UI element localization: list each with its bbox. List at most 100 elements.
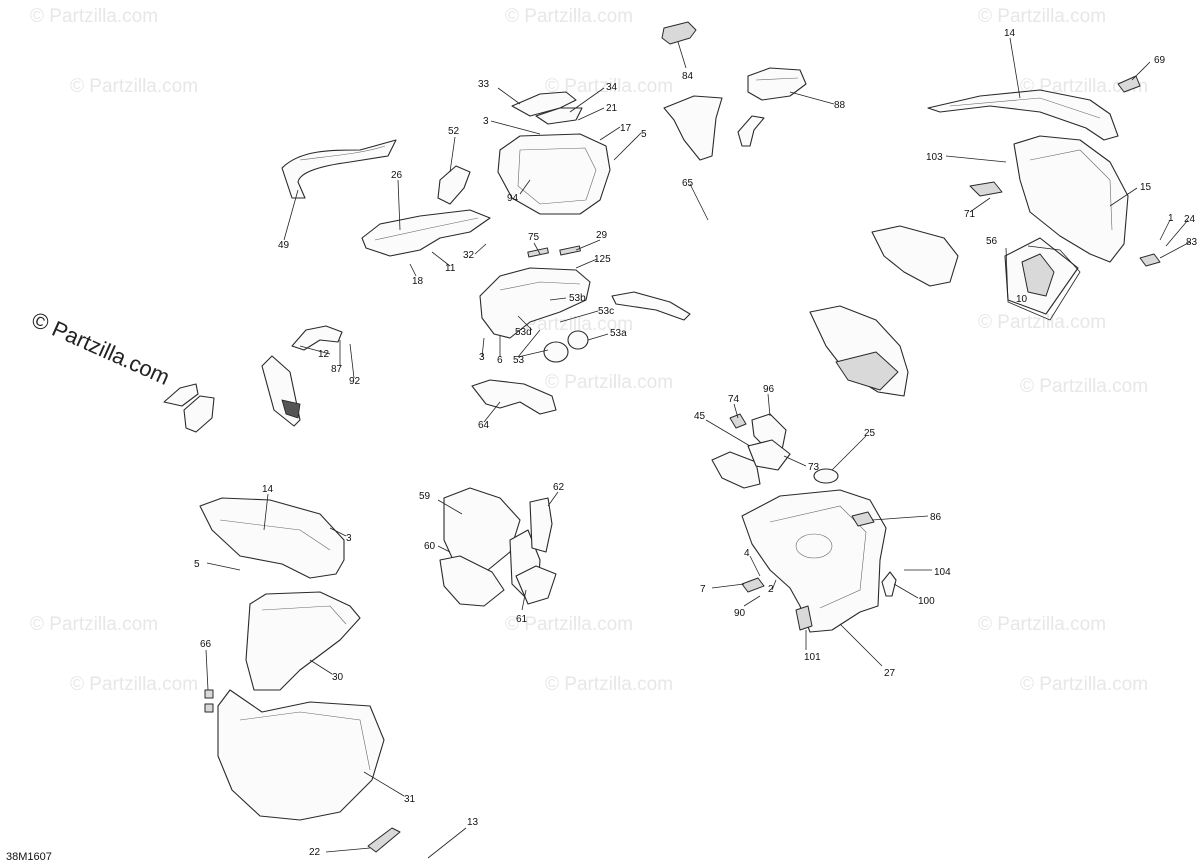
watermark: © Partzilla.com: [545, 674, 673, 695]
callout-26: 26: [391, 170, 403, 181]
callout-15: 15: [1140, 182, 1152, 193]
part-53a-lens: [567, 330, 589, 350]
part-100-piece: [881, 571, 897, 597]
part-65-bracket: [663, 95, 723, 161]
callout-83: 83: [1186, 237, 1198, 248]
part-29-bar: [559, 245, 581, 256]
callout-11: 11: [445, 263, 456, 274]
watermark: © Partzilla.com: [505, 614, 633, 635]
watermark: © Partzilla.com: [978, 312, 1106, 333]
callout-125: 125: [594, 254, 611, 265]
part-52-bracket: [437, 165, 471, 205]
callout-60: 60: [424, 541, 436, 552]
callout-69: 69: [1154, 55, 1166, 66]
part-84-module: [661, 21, 697, 45]
callout-53b: 53b: [569, 293, 586, 304]
watermark: © Partzilla.com: [978, 614, 1106, 635]
part-12-bracket: [291, 325, 343, 351]
callout-6: 6: [497, 355, 503, 366]
part-86-clip: [851, 511, 875, 527]
callout-1: 1: [1168, 213, 1174, 224]
part-left-small-b: [183, 395, 215, 433]
callout-62: 62: [553, 482, 565, 493]
callout-7: 7: [700, 584, 706, 595]
part-22-strip: [367, 827, 401, 853]
callout-32: 32: [463, 250, 475, 261]
part-64-strip: [471, 379, 557, 415]
part-49-strip: [281, 139, 397, 199]
part-69-piece: [1117, 75, 1141, 93]
callout-2: 2: [768, 584, 774, 595]
callout-52: 52: [448, 126, 460, 137]
part-88-module: [747, 67, 807, 101]
callout-65: 65: [682, 178, 694, 189]
callout-22: 22: [309, 847, 321, 858]
callout-29: 29: [596, 230, 608, 241]
callout-10: 10: [1016, 294, 1028, 305]
callout-5: 5: [194, 559, 200, 570]
callout-5: 5: [641, 129, 647, 140]
part-75-bar: [527, 247, 549, 258]
part-31-fairing: [217, 689, 385, 821]
callout-90: 90: [734, 608, 746, 619]
part-27-frame: [741, 489, 887, 633]
callout-49: 49: [278, 240, 290, 251]
callout-92: 92: [349, 376, 361, 387]
callout-100: 100: [918, 596, 935, 607]
part-right-mid-panel: [871, 225, 959, 287]
part-left-small-a: [163, 383, 199, 407]
callout-96: 96: [763, 384, 775, 395]
callout-30: 30: [332, 672, 344, 683]
callout-53c: 53c: [598, 306, 614, 317]
part-25-ring: [813, 468, 839, 484]
part-73-bracket: [747, 439, 791, 471]
callout-88: 88: [834, 100, 846, 111]
watermark: © Partzilla.com: [545, 76, 673, 97]
callout-18: 18: [412, 276, 424, 287]
part-15-panel: [1013, 135, 1129, 263]
part-88-bracket: [737, 115, 765, 147]
watermark: © Partzilla.com: [1020, 674, 1148, 695]
callout-14: 14: [1004, 28, 1016, 39]
callout-61: 61: [516, 614, 528, 625]
part-headlight-assembly: [479, 267, 591, 339]
part-30-cover: [245, 591, 361, 691]
callout-21: 21: [606, 103, 618, 114]
leader-lines: [205, 37, 1191, 859]
callout-75: 75: [528, 232, 540, 243]
callout-3: 3: [346, 533, 352, 544]
part-33-cover: [511, 91, 577, 117]
callout-53a: 53a: [610, 328, 627, 339]
part-14-panel: [927, 89, 1119, 141]
part-62-panel: [529, 497, 553, 553]
watermark: © Partzilla.com: [545, 372, 673, 393]
callout-73: 73: [808, 462, 820, 473]
callout-4: 4: [744, 548, 750, 559]
callout-66: 66: [200, 639, 212, 650]
callout-12: 12: [318, 349, 330, 360]
callout-13: 13: [467, 817, 479, 828]
diagram-code: 38M1607: [6, 851, 52, 863]
watermark: © Partzilla.com: [978, 6, 1106, 27]
part-60-panel: [439, 555, 505, 607]
part-94-housing: [497, 133, 611, 215]
callout-3: 3: [483, 116, 489, 127]
callout-71: 71: [964, 209, 976, 220]
callout-86: 86: [930, 512, 942, 523]
callout-101: 101: [804, 652, 821, 663]
watermark: © Partzilla.com: [505, 6, 633, 27]
part-66-clip: [204, 703, 214, 713]
watermark: © Partzilla.com: [1020, 76, 1148, 97]
callout-84: 84: [682, 71, 694, 82]
part-45-bracket: [711, 451, 761, 489]
watermark: © Partzilla.com: [70, 76, 198, 97]
part-74-clip: [729, 413, 747, 429]
callout-94: 94: [507, 193, 519, 204]
watermark: © Partzilla.com: [70, 674, 198, 695]
watermark: © Partzilla.com: [1020, 376, 1148, 397]
part-53-lens: [543, 341, 569, 363]
callout-53: 53: [513, 355, 525, 366]
callout-87: 87: [331, 364, 343, 375]
part-under-headlight-strip: [611, 291, 691, 321]
